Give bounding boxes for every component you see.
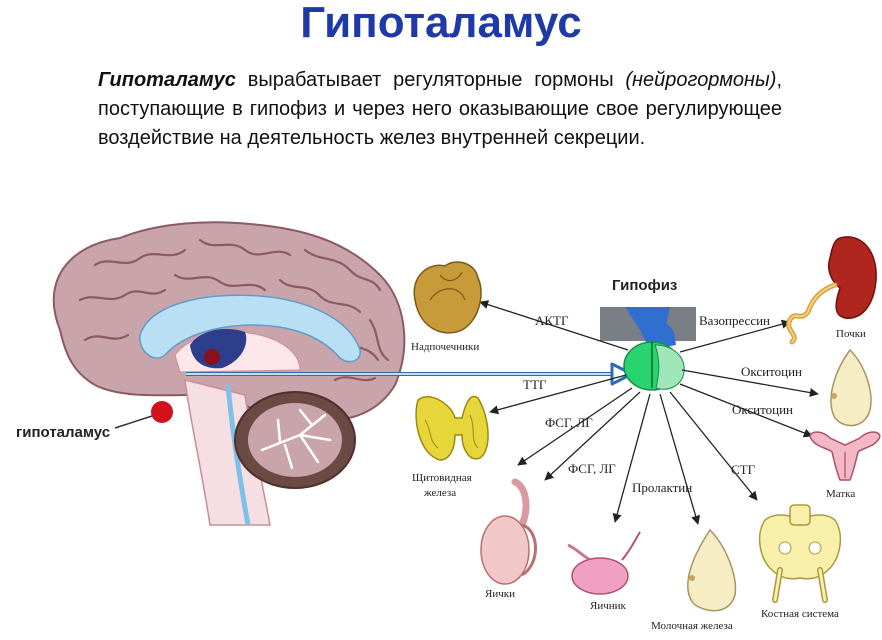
pituitary-gland bbox=[600, 307, 696, 391]
intro-italic: (нейрогормоны) bbox=[625, 69, 777, 91]
hypothalamus-label: гипоталамус bbox=[16, 424, 110, 441]
organ-ovary: Яичник bbox=[590, 600, 627, 612]
pituitary-label: Гипофиз bbox=[612, 277, 677, 294]
fourth-ventricle-canal bbox=[225, 384, 251, 526]
intro-text-1: вырабатывает регуляторные гормоны bbox=[235, 69, 626, 91]
hypothalamus-to-pituitary-arrow bbox=[186, 362, 634, 386]
hormone-stg: СТГ bbox=[731, 462, 756, 477]
organ-thyroid-1: Щитовидная bbox=[412, 472, 472, 484]
page-title: Гипоталамус bbox=[300, 0, 582, 47]
organ-mammary: Молочная железа bbox=[651, 620, 733, 632]
organ-adrenal: Надпочечники bbox=[411, 341, 479, 353]
thyroid-gland-icon bbox=[415, 395, 489, 461]
organ-bones: Костная система bbox=[761, 608, 839, 620]
hormone-vasopressin: Вазопрессин bbox=[699, 313, 770, 328]
hormone-arrows bbox=[479, 300, 819, 525]
arbor-vitae bbox=[260, 408, 332, 470]
organ-kidneys: Почки bbox=[836, 328, 866, 340]
hormone-oxytocin-2: Окситоцин bbox=[732, 402, 793, 417]
breast-icon bbox=[830, 348, 872, 427]
organ-testes: Яички bbox=[485, 588, 515, 600]
uterus-icon bbox=[809, 431, 881, 481]
intro-text-2: , поступающие в гипофиз и через него ока… bbox=[98, 69, 782, 149]
corpus-callosum bbox=[139, 294, 361, 363]
organ-thyroid-2: железа bbox=[423, 487, 456, 499]
ovary-icon bbox=[567, 531, 641, 595]
testes-icon bbox=[480, 478, 537, 585]
intro-paragraph: Гипоталамус вырабатывает регуляторные го… bbox=[98, 66, 782, 153]
hormone-actg: АКТГ bbox=[535, 313, 569, 328]
hormone-fsg-lg-1: ФСГ, ЛГ bbox=[545, 415, 593, 430]
third-ventricle bbox=[190, 328, 247, 369]
hypothalamus-pointer bbox=[114, 415, 153, 429]
adrenal-glands-icon bbox=[413, 261, 482, 334]
inner-nucleus bbox=[204, 349, 220, 365]
hormone-ttg: ТТГ bbox=[523, 377, 547, 392]
hormone-fsg-lg-2: ФСГ, ЛГ bbox=[568, 461, 616, 476]
skeletal-system-icon bbox=[758, 504, 842, 603]
hormone-prolactin: Пролактин bbox=[632, 480, 692, 495]
hypothalamus-dot bbox=[151, 401, 173, 423]
mammary-gland-icon bbox=[687, 528, 737, 612]
hormone-oxytocin-1: Окситоцин bbox=[741, 364, 802, 379]
kidney-icon bbox=[786, 236, 877, 345]
organ-uterus: Матка bbox=[826, 488, 855, 500]
brain-illustration bbox=[52, 221, 406, 526]
intro-term: Гипоталамус bbox=[98, 69, 236, 91]
